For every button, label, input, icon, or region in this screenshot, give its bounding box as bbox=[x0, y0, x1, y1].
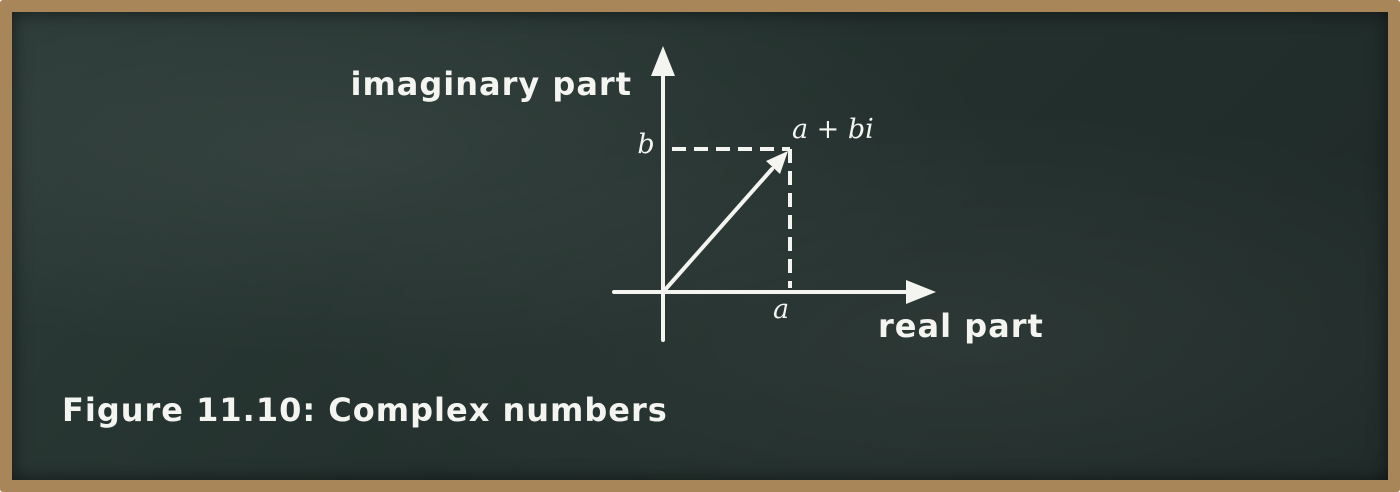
figure-caption: Figure 11.10: Complex numbers bbox=[62, 391, 668, 429]
complex-number-vector bbox=[662, 167, 774, 293]
vector-arrowhead bbox=[766, 151, 788, 174]
real-axis-label: real part bbox=[878, 307, 1044, 345]
imaginary-axis-label: imaginary part bbox=[350, 65, 632, 103]
b-label: b bbox=[637, 129, 654, 160]
point-label: a + bi bbox=[792, 114, 874, 145]
imaginary-axis-arrowhead bbox=[651, 46, 675, 76]
chalkboard bbox=[12, 12, 1388, 480]
a-label: a bbox=[773, 294, 789, 325]
real-axis-arrowhead bbox=[906, 280, 936, 304]
